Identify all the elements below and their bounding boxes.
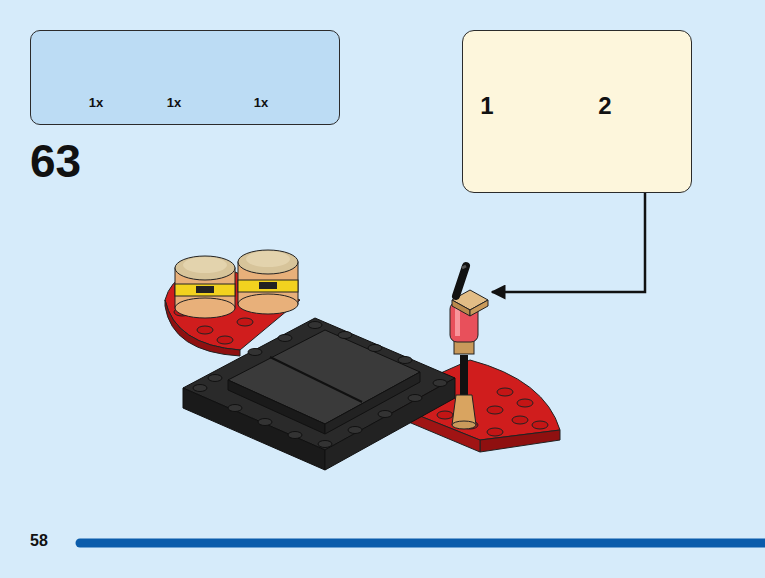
page-bar	[80, 539, 765, 548]
sub-assembly-callout: 12	[462, 30, 692, 193]
step-number: 63	[30, 138, 81, 184]
callout-pointer	[492, 193, 645, 292]
sub-step-number: 2	[598, 92, 611, 119]
model	[165, 250, 560, 470]
part-quantity: 1x	[254, 95, 268, 110]
page-number: 58	[30, 533, 48, 549]
parts-list-panel: 1x 1x 1x	[30, 30, 340, 125]
part-quantity: 1x	[167, 95, 181, 110]
sub-step-number: 1	[480, 92, 493, 119]
part-quantity: 1x	[89, 95, 103, 110]
